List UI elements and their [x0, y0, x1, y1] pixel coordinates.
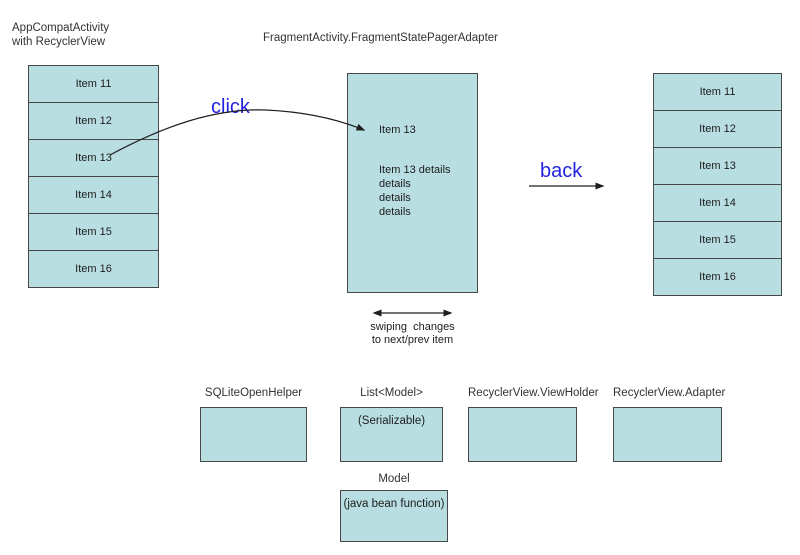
- left-recyclerview-list: Item 11 Item 12 Item 13 Item 14 Item 15 …: [28, 65, 159, 288]
- model-box-content: (java bean function): [343, 498, 445, 510]
- list-item: Item 15: [653, 221, 782, 259]
- model-label: Model: [378, 473, 410, 485]
- list-item: Item 11: [28, 65, 159, 103]
- left-panel-title: AppCompatActivity with RecyclerView: [12, 21, 109, 49]
- list-item: Item 16: [653, 258, 782, 296]
- detail-fragment-box: Item 13 Item 13 details details details …: [347, 73, 478, 293]
- list-model-box: (Serializable): [340, 407, 443, 462]
- swipe-caption-line2: to next/prev item: [371, 334, 454, 346]
- viewholder-box: [468, 407, 577, 462]
- sqliteopenhelper-box: [200, 407, 307, 462]
- detail-line: details: [379, 178, 411, 190]
- list-model-box-content: (Serializable): [357, 415, 426, 427]
- right-recyclerview-list: Item 11 Item 12 Item 13 Item 14 Item 15 …: [653, 73, 782, 296]
- list-item: Item 12: [28, 102, 159, 140]
- sqliteopenhelper-label: SQLiteOpenHelper: [204, 387, 303, 399]
- viewholder-label: RecyclerView.ViewHolder: [468, 387, 599, 399]
- swipe-caption-line1: swiping changes: [370, 321, 455, 333]
- list-model-label: List<Model>: [360, 387, 423, 399]
- left-panel-title-line2: with RecyclerView: [12, 36, 106, 48]
- list-item: Item 16: [28, 250, 159, 288]
- back-label: back: [540, 160, 583, 182]
- adapter-label: RecyclerView.Adapter: [613, 387, 726, 399]
- detail-item-label: Item 13: [379, 124, 416, 136]
- swipe-caption: swiping changes to next/prev item: [347, 321, 478, 347]
- list-item: Item 12: [653, 110, 782, 148]
- detail-line: details: [379, 192, 411, 204]
- list-item: Item 15: [28, 213, 159, 251]
- list-item: Item 13: [28, 139, 159, 177]
- detail-lines: Item 13 details details details details: [379, 163, 451, 219]
- list-item: Item 14: [653, 184, 782, 222]
- list-item: Item 14: [28, 176, 159, 214]
- click-label: click: [211, 96, 250, 118]
- detail-line: details: [379, 206, 411, 218]
- model-box: (java bean function): [340, 490, 448, 542]
- center-panel-title: FragmentActivity.FragmentStatePagerAdapt…: [263, 32, 499, 44]
- list-item: Item 13: [653, 147, 782, 185]
- adapter-box: [613, 407, 722, 462]
- list-item: Item 11: [653, 73, 782, 111]
- left-panel-title-line1: AppCompatActivity: [12, 22, 110, 34]
- detail-line: Item 13 details: [379, 164, 451, 176]
